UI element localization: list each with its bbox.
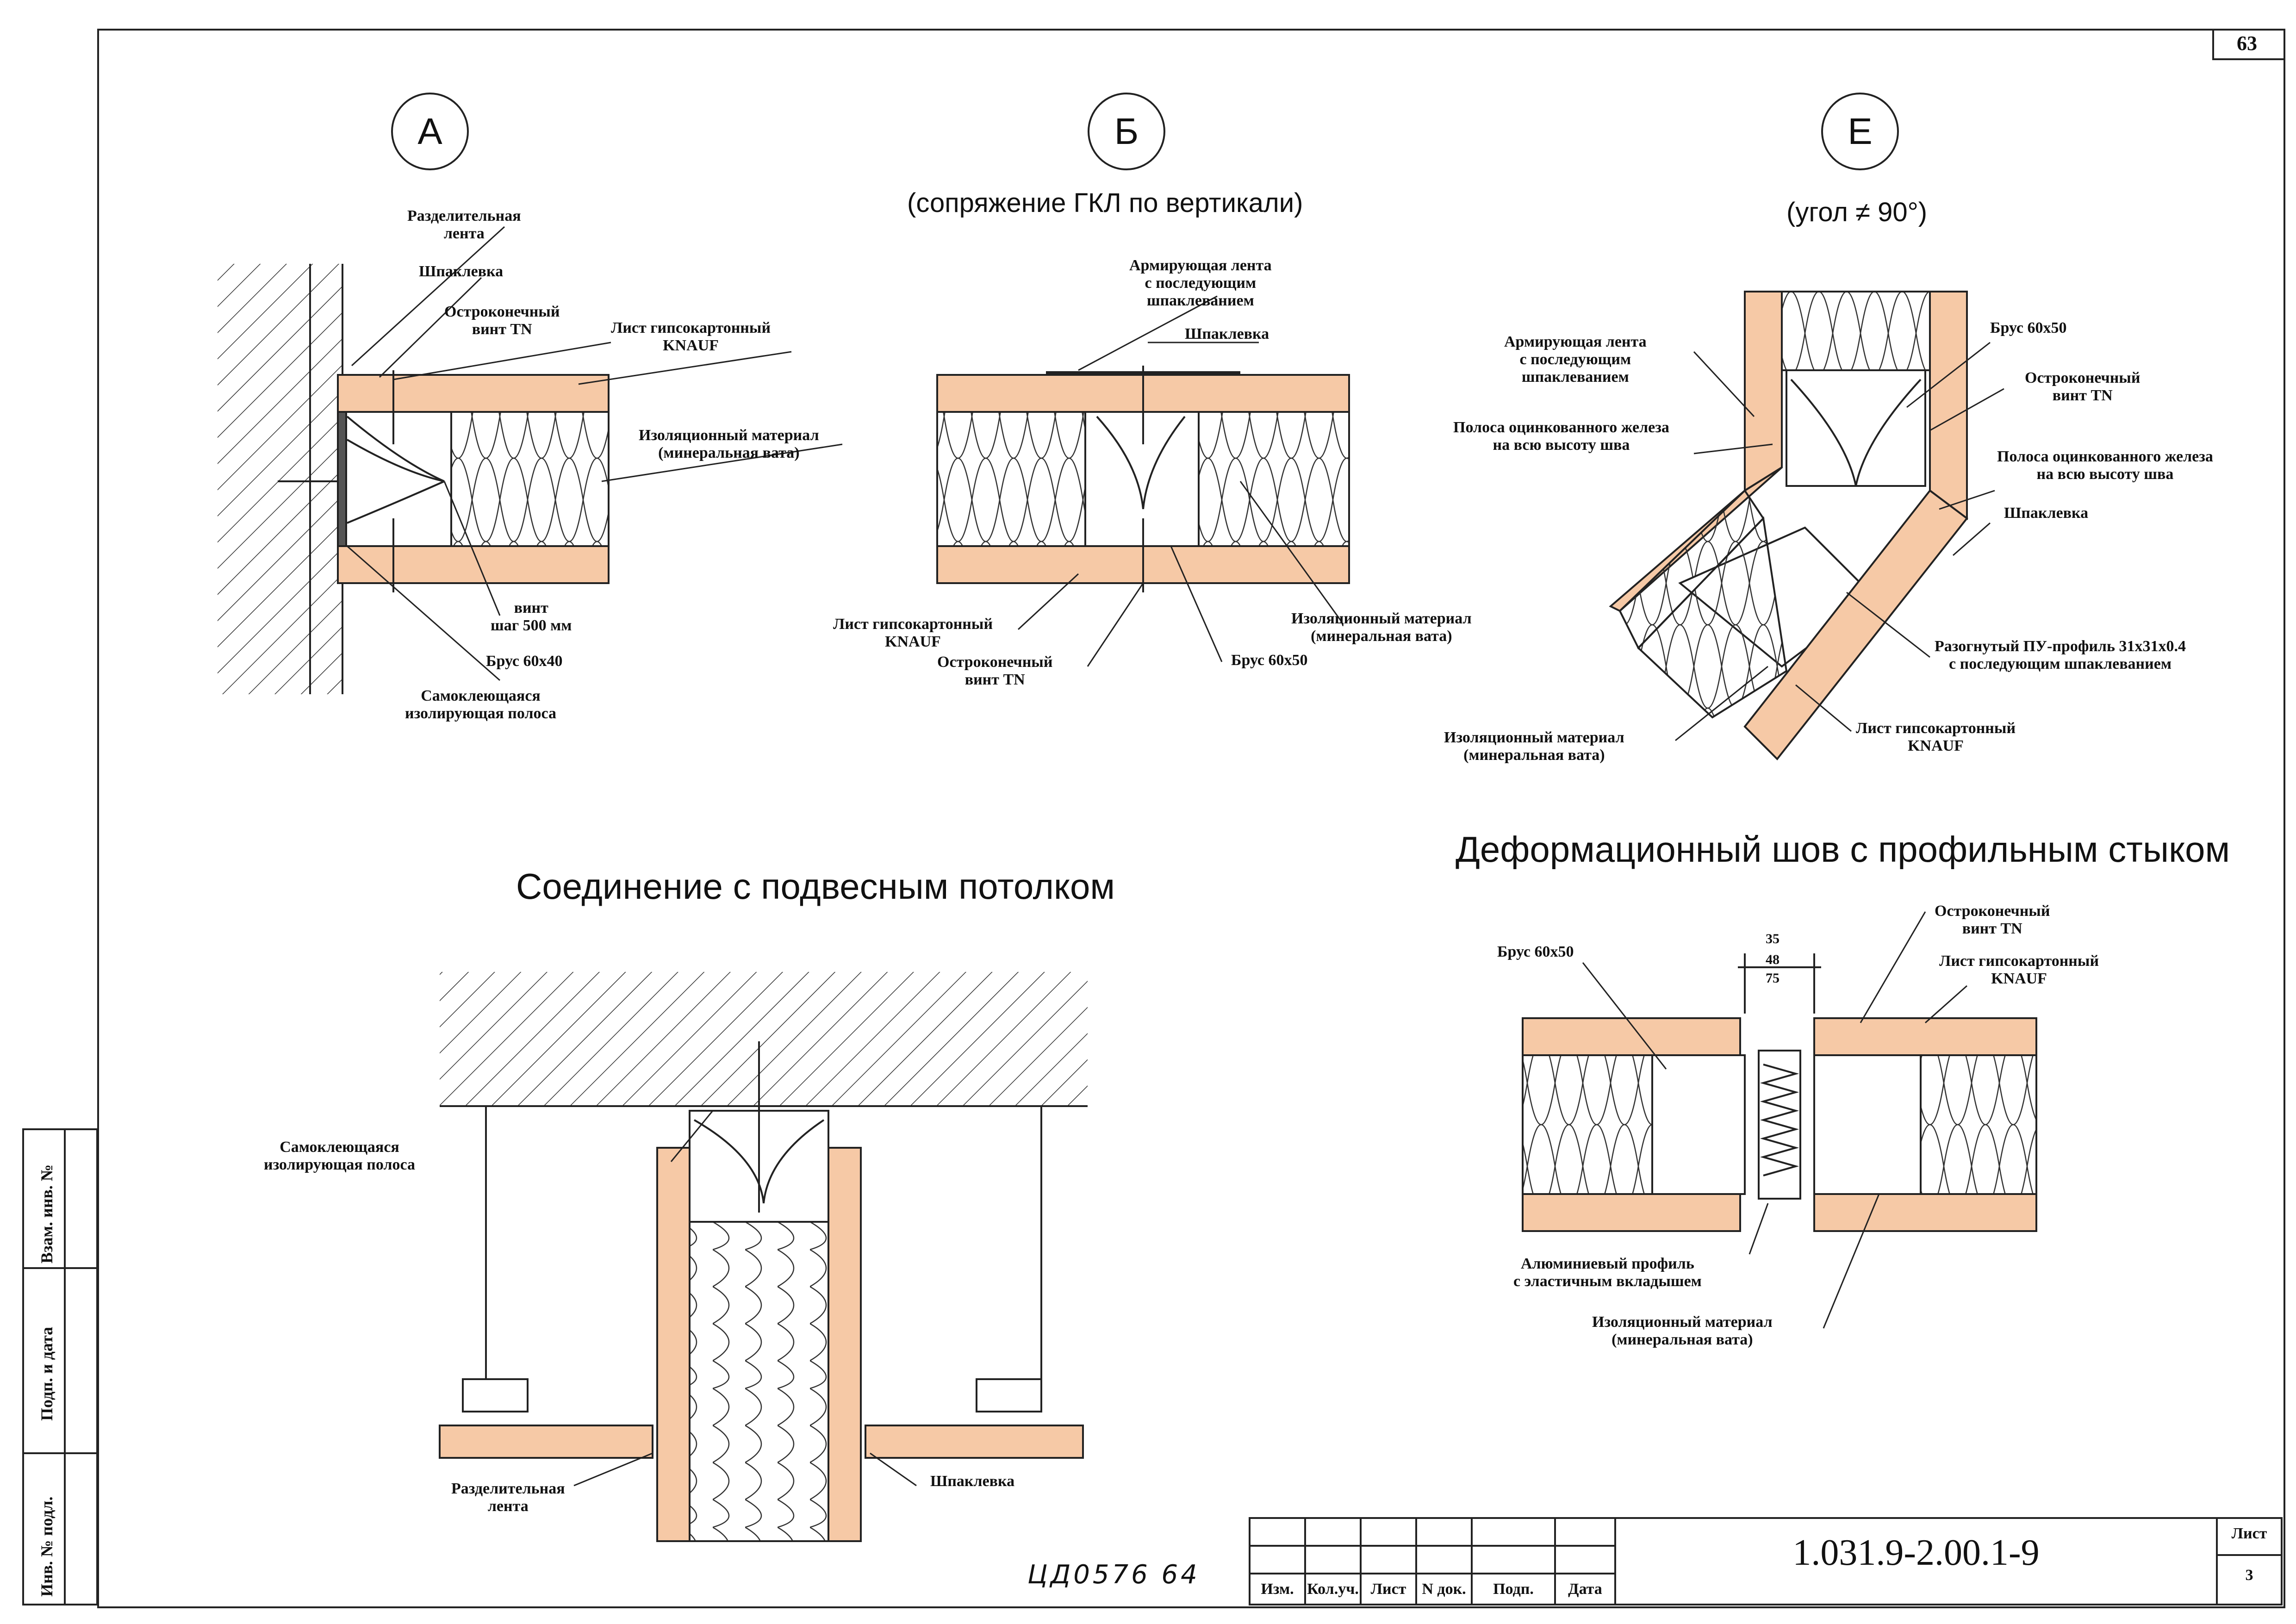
leader-lines — [347, 226, 2004, 1487]
e-label-gkl: Лист гипсокартонный KNAUF — [1856, 720, 2016, 754]
ceiling-label-putty: Шпаклевка — [930, 1473, 1015, 1490]
a-label-separating-tape: Разделительная лента — [407, 207, 521, 242]
detail-a-drawing — [218, 264, 610, 694]
joint-label-screw: Остроконечный винт TN — [1935, 902, 2050, 937]
b-label-putty: Шпаклевка — [1185, 325, 1269, 342]
a-label-putty: Шпаклевка — [419, 263, 504, 280]
b-label-beam: Брус 60х50 — [1231, 652, 1308, 669]
a-label-beam: Брус 60х40 — [486, 653, 563, 670]
joint-label-profile: Алюминиевый профиль с эластичным вкладыш… — [1513, 1255, 1702, 1290]
ceiling-title: Соединение с подвесным потолком — [516, 866, 1115, 907]
e-label-putty: Шпаклевка — [2004, 504, 2089, 522]
tb-col-list: Лист — [1370, 1580, 1406, 1598]
tb-col-podp: Подп. — [1493, 1580, 1534, 1598]
tb-col-ndok: N док. — [1422, 1580, 1466, 1598]
joint-label-gkl: Лист гипсокартонный KNAUF — [1939, 952, 2099, 987]
b-label-insulation: Изоляционный материал (минеральная вата) — [1291, 610, 1472, 645]
sheet-number: 63 — [2237, 32, 2257, 55]
detail-b-drawing — [936, 366, 1350, 592]
drawing-frame — [97, 29, 2285, 1608]
side-stamp-sign-date: Подп. и дата — [37, 1326, 56, 1421]
detail-e-drawing — [1609, 291, 1968, 761]
e-label-profile: Разогнутый ПУ-профиль 31х31х0.4 с послед… — [1935, 638, 2186, 672]
joint-title: Деформационный шов с профильным стыком — [1456, 829, 2230, 870]
a-label-screw-pitch: винт шаг 500 мм — [491, 599, 572, 634]
handwritten-note: ЦД0576 64 — [1027, 1560, 1200, 1590]
tb-col-data: Дата — [1568, 1580, 1602, 1598]
detail-e-subtitle: (угол ≠ 90°) — [1786, 197, 1928, 227]
side-stamp-replace-inv: Взам. инв. № — [37, 1164, 56, 1263]
e-label-insulation: Изоляционный материал (минеральная вата) — [1444, 729, 1624, 764]
a-label-screw: Остроконечный винт TN — [444, 303, 560, 338]
joint-dim-75: 75 — [1766, 971, 1780, 986]
detail-b-subtitle: (сопряжение ГКЛ по вертикали) — [907, 188, 1303, 218]
detail-marker-a: А — [391, 93, 469, 170]
a-label-gkl: Лист гипсокартонный KNAUF — [611, 319, 771, 354]
e-label-strip-right: Полоса оцинкованного железа на всю высот… — [1997, 448, 2213, 483]
joint-label-beam: Брус 60х50 — [1497, 943, 1574, 960]
e-label-tape: Армирующая лента с последующим шпаклеван… — [1504, 333, 1647, 386]
title-block-lines — [1249, 1517, 2283, 1605]
detail-marker-e: Е — [1821, 93, 1899, 170]
joint-dim-48: 48 — [1766, 952, 1780, 967]
side-stamp-inv-orig: Инв. № подл. — [37, 1496, 56, 1597]
b-label-screw: Остроконечный винт TN — [937, 653, 1053, 688]
ceiling-label-strip: Самоклеющаяся изолирующая полоса — [264, 1139, 416, 1173]
joint-dim-35: 35 — [1766, 931, 1780, 946]
doc-code: 1.031.9-2.00.1-9 — [1792, 1532, 2040, 1573]
b-label-tape: Армирующая лента с последующим шпаклеван… — [1129, 257, 1272, 309]
a-label-strip: Самоклеющаяся изолирующая полоса — [405, 687, 557, 722]
side-stamp-box — [22, 1128, 98, 1605]
ceiling-label-tape: Разделительная лента — [451, 1480, 565, 1515]
ceiling-drawing — [439, 972, 1088, 1542]
joint-label-insulation: Изоляционный материал (минеральная вата) — [1592, 1313, 1773, 1348]
sheet-number-box — [2212, 29, 2285, 60]
b-label-gkl: Лист гипсокартонный KNAUF — [833, 616, 993, 650]
joint-drawing — [1522, 953, 2037, 1232]
e-label-screw: Остроконечный винт TN — [2025, 369, 2140, 404]
tb-col-koluch: Кол.уч. — [1307, 1580, 1359, 1598]
tb-col-izm: Изм. — [1261, 1580, 1294, 1598]
e-label-beam: Брус 60х50 — [1990, 319, 2067, 336]
sheet-label: Лист — [2231, 1525, 2267, 1542]
a-label-insulation: Изоляционный материал (минеральная вата) — [639, 427, 819, 461]
sheet-value: 3 — [2245, 1567, 2253, 1584]
e-label-strip-left: Полоса оцинкованного железа на всю высот… — [1453, 419, 1669, 454]
detail-marker-b: Б — [1088, 93, 1165, 170]
